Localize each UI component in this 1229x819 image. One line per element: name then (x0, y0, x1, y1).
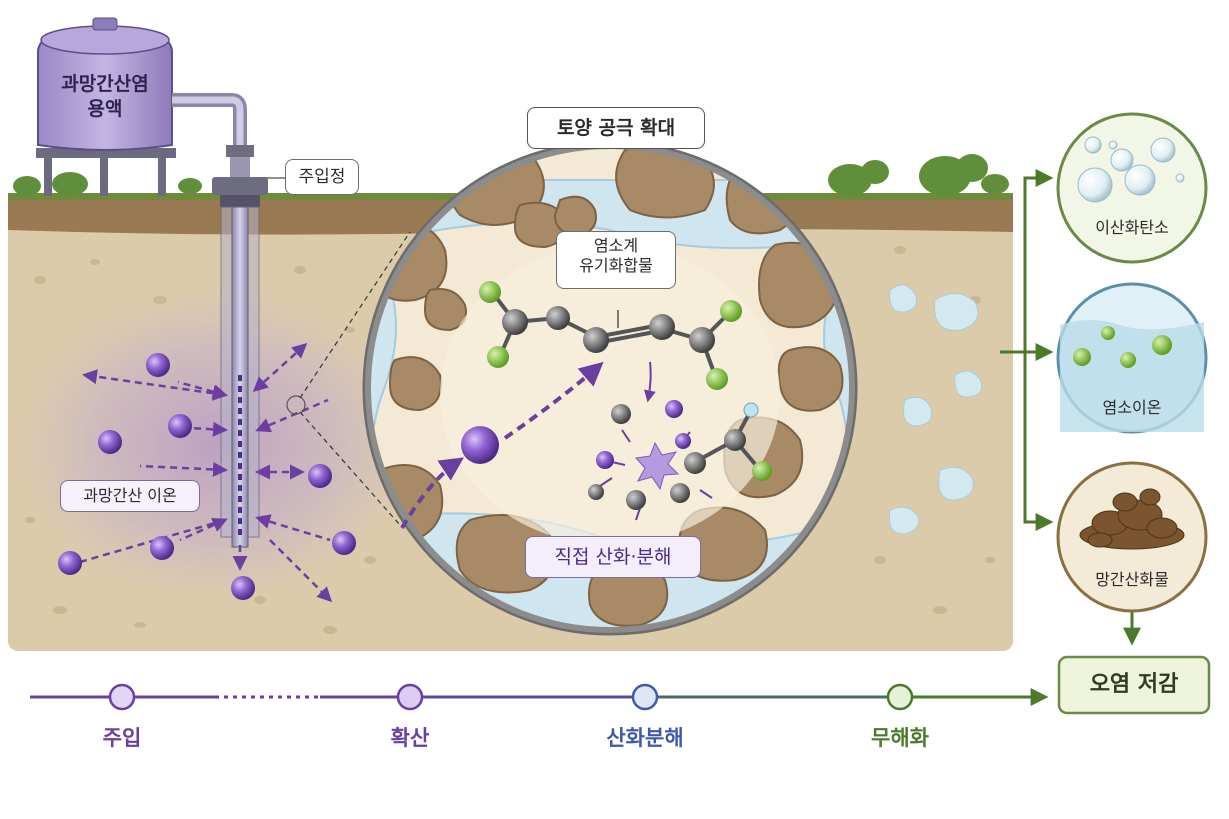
tank-label-line2: 용액 (87, 97, 123, 120)
timeline-node-harmless (886, 683, 914, 711)
fragment (675, 433, 691, 449)
ion (231, 576, 255, 600)
ion (168, 414, 192, 438)
diffusion-arrows (79, 342, 333, 603)
timeline-label-injection: 주입 (102, 726, 142, 750)
compound-label-line1: 염소계 (593, 236, 639, 255)
tank-label-line1: 과망간산염 (61, 73, 149, 95)
ion (146, 353, 170, 377)
ion (308, 464, 332, 488)
zoom-title: 토양 공극 확대 (527, 107, 705, 149)
output-label-chloride: 염소이온 (1102, 398, 1162, 417)
direct-oxidation-label: 직접 산화·분해 (525, 536, 701, 578)
rock-pile-icon (1079, 488, 1185, 550)
ion (150, 536, 174, 560)
ion (98, 430, 122, 454)
bush (13, 154, 1009, 196)
chlorine-atom (706, 368, 728, 390)
process-timeline (30, 683, 1049, 711)
timeline-node-diffusion (396, 683, 424, 711)
output-arrows (1000, 169, 1141, 646)
ion (332, 531, 356, 555)
output-label-mno2: 망간산화물 (1095, 570, 1169, 589)
carbon-atom (689, 327, 715, 353)
carbon-atom (649, 314, 675, 340)
permanganate-ions (58, 353, 356, 600)
output-co2 (1056, 112, 1208, 264)
timeline-label-diffusion: 확산 (390, 726, 430, 750)
carbon-atom (502, 309, 528, 335)
fragment (626, 490, 646, 510)
injection-well-label: 주입정 (285, 159, 359, 195)
output-chloride (1056, 282, 1208, 434)
injection-pipe (172, 93, 268, 207)
injection-well (220, 206, 260, 548)
fragment (596, 451, 614, 469)
result-label: 오염 저감 (1089, 672, 1179, 697)
compound-label-line2: 유기화합물 (579, 256, 653, 275)
result-box (1057, 655, 1211, 715)
bubbles-icon (1077, 136, 1185, 203)
tank-label: 과망간산염 용액 (48, 72, 162, 121)
ion (461, 426, 499, 464)
fragment (611, 404, 631, 424)
output-mno2 (1056, 461, 1208, 613)
reaction-burst (588, 361, 772, 521)
output-label-co2: 이산화탄소 (1095, 218, 1169, 237)
diffusion-cloud (10, 285, 420, 605)
fragment (588, 484, 604, 500)
chlorine-atom (720, 300, 742, 322)
solution-tank (36, 17, 176, 196)
zoom-connector (286, 231, 411, 526)
carbon-atom (583, 327, 609, 353)
fragment (665, 400, 683, 418)
permanganate-ion-label: 과망간산 이온 (60, 480, 200, 512)
timeline-label-harmless: 무해화 (871, 726, 929, 750)
timeline-node-injection (108, 683, 136, 711)
ion (58, 551, 82, 575)
ion-attack (400, 361, 604, 530)
chlorine-atom (487, 346, 509, 368)
timeline-node-oxidation (631, 683, 659, 711)
fragment (670, 483, 690, 503)
timeline-label-oxidation: 산화분해 (606, 726, 684, 750)
chlorine-atom (479, 281, 501, 303)
compound-label: 염소계 유기화합물 (556, 231, 676, 289)
carbon-atom (546, 306, 570, 330)
chlorinated-molecule (479, 281, 742, 390)
